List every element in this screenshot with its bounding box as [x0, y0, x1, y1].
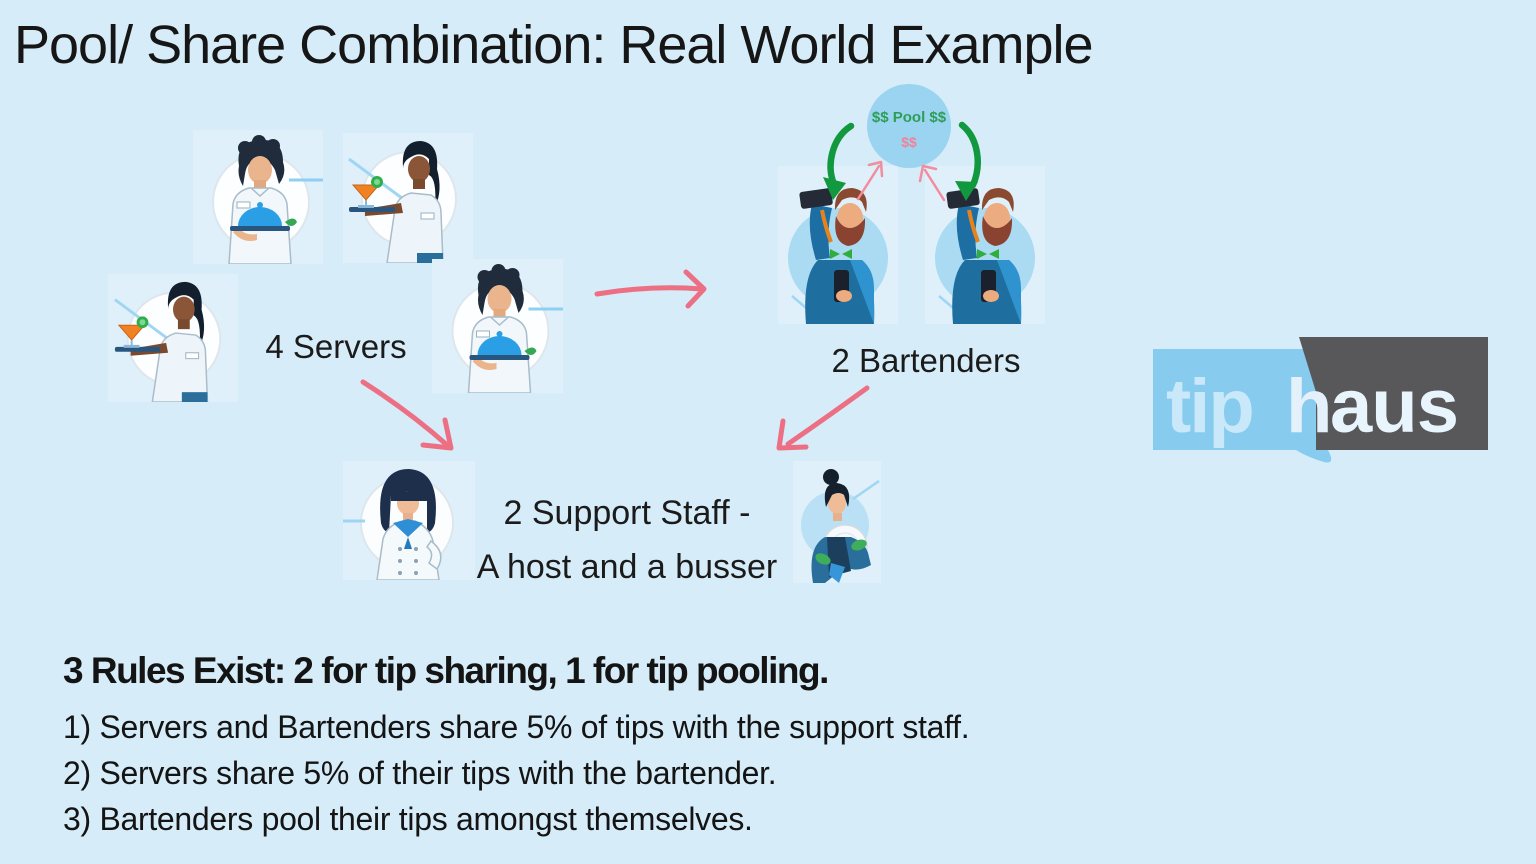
server-illustration-4	[432, 259, 563, 393]
logo-blue-box	[1153, 349, 1316, 450]
bartender-illustration-2	[925, 166, 1045, 324]
tip-pool-circle: $$ Pool $$ $$	[867, 84, 951, 168]
servers-label: 4 Servers	[265, 328, 407, 365]
tiphaus-logo: tip h aus	[1153, 337, 1488, 463]
server-female-icon	[113, 280, 222, 402]
rule-item-3: 3) Bartenders pool their tips amongst th…	[63, 801, 753, 837]
pool-label: $$ Pool $$	[871, 109, 947, 126]
server-illustration-1	[193, 130, 323, 264]
pool-sublabel: $$	[901, 134, 917, 150]
server-female-icon	[347, 139, 458, 263]
arrow-servers-to-bartenders	[594, 269, 707, 309]
bartender-icon	[933, 185, 1037, 324]
bartenders-label: 2 Bartenders	[831, 342, 1021, 379]
server-illustration-3	[108, 274, 238, 402]
rule-item-1: 1) Servers and Bartenders share 5% of ti…	[63, 709, 970, 745]
busser-illustration	[793, 461, 881, 583]
logo-text-h: h	[1286, 364, 1332, 449]
arrow-bartenders-to-support	[776, 385, 870, 451]
rules-heading: 3 Rules Exist: 2 for tip sharing, 1 for …	[63, 650, 829, 691]
host-illustration	[343, 461, 475, 580]
logo-text-tip: tip	[1166, 364, 1253, 449]
server-male-icon	[211, 133, 323, 264]
logo-gray-box	[1299, 337, 1488, 450]
support-staff-label-line2: A host and a busser	[476, 548, 778, 586]
server-male-icon	[451, 262, 563, 393]
server-illustration-2	[343, 133, 473, 263]
logo-tail	[1296, 450, 1332, 463]
page-title: Pool/ Share Combination: Real World Exam…	[14, 15, 1094, 75]
bartender-icon	[786, 185, 890, 324]
support-staff-label-line1: 2 Support Staff -	[503, 494, 751, 532]
rules-section: 3 Rules Exist: 2 for tip sharing, 1 for …	[63, 650, 970, 842]
rule-item-2: 2) Servers share 5% of their tips with t…	[63, 755, 777, 791]
bartender-illustration-1	[778, 166, 898, 324]
logo-text-aus: aus	[1330, 364, 1458, 449]
support-staff-label: 2 Support Staff - A host and a busser	[427, 486, 827, 594]
